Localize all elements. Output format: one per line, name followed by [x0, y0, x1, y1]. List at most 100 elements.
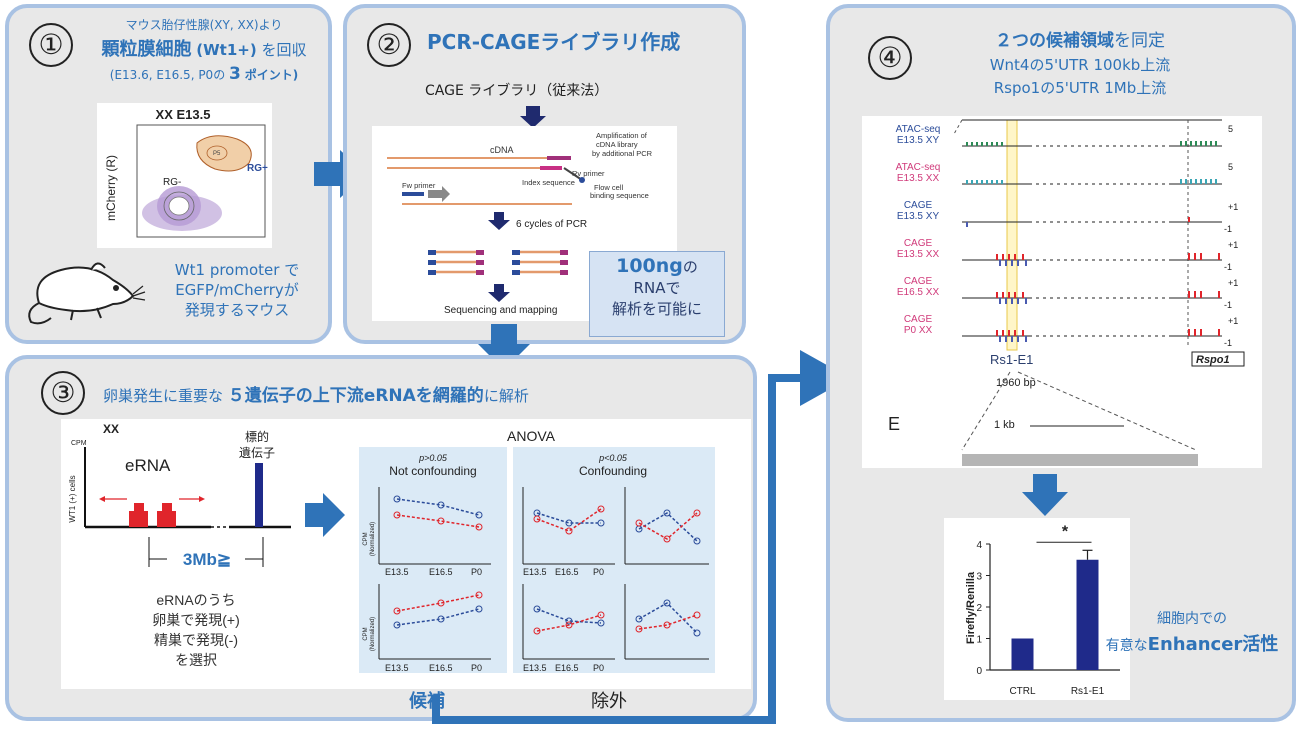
target-gene-line1: 標的 — [245, 429, 269, 444]
target-gene-bar — [255, 463, 263, 527]
track-scale-bot-4: -1 — [1224, 300, 1232, 310]
chart-ytick-label-1: 1 — [976, 635, 982, 646]
distance-label: 3Mb≧ — [183, 550, 231, 569]
cage-peak-5-3 — [1014, 330, 1016, 336]
cage-peak-4-4 — [1022, 292, 1024, 298]
cage-dip-3-4 — [1025, 260, 1027, 266]
atac-peak-0-7 — [1001, 142, 1003, 146]
cage-dip-4-4 — [1025, 298, 1027, 304]
selection-line1: eRNAのうち — [156, 592, 235, 608]
panel4-line2: Wnt4の5'UTR 100kb上流 — [989, 56, 1171, 74]
gate-rg-pos-label: RG+ — [247, 163, 268, 174]
track-label-1-a: ATAC-seq — [896, 162, 941, 173]
mini-plot-4 — [624, 487, 709, 565]
cage-peak-xy — [1188, 217, 1190, 222]
panel1-heading: マウス胎仔性腺(XY, XX)より 顆粒膜細胞 (Wt1+) を回収 (E13.… — [79, 16, 329, 84]
mouse-description: Wt1 promoter で EGFP/mCherryが 発現するマウス — [137, 260, 337, 320]
cage-dip-5-3 — [1017, 336, 1019, 342]
cage-dip-4-1 — [1005, 298, 1007, 304]
cage-peak-3-1 — [1002, 254, 1004, 260]
cage-peak-3-4 — [1022, 254, 1024, 260]
track-scale-top-2: +1 — [1228, 202, 1238, 212]
cage-peak-5-2 — [1008, 330, 1010, 336]
track-label-2-a: CAGE — [904, 200, 933, 211]
chart-category-0: CTRL — [1009, 686, 1036, 697]
step-number-1: ① — [29, 23, 73, 67]
region-zoom-bar — [962, 454, 1198, 466]
highlight-region — [1006, 119, 1018, 351]
activity-line2-b: Enhancer活性 — [1147, 634, 1279, 655]
selection-line4: を選択 — [175, 652, 217, 668]
atac-peak-0-2 — [976, 142, 978, 146]
atac-peak-r-0-1 — [1185, 141, 1187, 146]
atac-peak-r-1-0 — [1180, 179, 1182, 184]
panel3-heading: 卵巣発生に重要な ５遺伝子の上下流eRNAを網羅的に解析 — [103, 381, 529, 406]
track-label-3-a: CAGE — [904, 238, 933, 249]
mini-plot-3: E13.5 E16.5 P0 — [522, 487, 615, 577]
erna-schematic: XX CPM WT1 (+) cells eRNA 標的 遺伝子 — [61, 419, 751, 689]
atac-peak-r-1-5 — [1205, 179, 1207, 184]
mini2-ylabel-1: CPM — [363, 627, 369, 640]
chart-category-1: Rs1-E1 — [1071, 686, 1105, 697]
panel1-line1: マウス胎仔性腺(XY, XX)より — [125, 18, 283, 32]
mouse-text-1: Wt1 promoter で — [174, 261, 300, 279]
atac-peak-1-6 — [996, 180, 998, 184]
track-scale-1: 5 — [1228, 162, 1233, 172]
chart-ytick-label-0: 0 — [976, 666, 982, 677]
atac-peak-0-0 — [966, 142, 968, 146]
atac-peak-1-7 — [1001, 180, 1003, 184]
track-label-0-a: ATAC-seq — [896, 124, 941, 135]
mini2-ylabel-2: (Normalized) — [370, 617, 376, 651]
panel1-line3-a: (E13.6, E16.5, P0の — [109, 68, 226, 82]
region-label: Rs1-E1 — [990, 352, 1033, 367]
step-number-4: ④ — [868, 36, 912, 80]
chart-ytick-label-3: 3 — [976, 572, 982, 583]
cpm-small-label: CPM — [71, 440, 87, 447]
track-scale-bot-2: -1 — [1224, 224, 1232, 234]
pcr-products — [428, 250, 568, 275]
mini5-x3: P0 — [593, 663, 604, 673]
mini1-ylabel-2: (Normalized) — [370, 522, 376, 556]
cage-peak-4-3 — [1014, 292, 1016, 298]
selection-line3: 精巣で発現(-) — [154, 632, 238, 648]
panel-e-label: E — [888, 414, 900, 434]
track-label-4-b: E16.5 XX — [897, 287, 940, 298]
panel-2: ② PCR-CAGEライブラリ作成 CAGE ライブラリ（従来法） cDNA A… — [343, 4, 746, 344]
activity-line2: 有意なEnhancer活性 — [1082, 630, 1300, 656]
cage-dip-5-2 — [1011, 336, 1013, 342]
chart-bar-0 — [1011, 638, 1034, 670]
mini2-x2: E16.5 — [429, 663, 453, 673]
atac-peak-0-6 — [996, 142, 998, 146]
cage-dip-3-0 — [999, 260, 1001, 266]
cage-peak-r-3-0 — [1188, 253, 1190, 260]
cage-peak-3-0 — [996, 254, 998, 260]
panel2-subtitle: CAGE ライブラリ（従来法） — [425, 83, 609, 99]
mini1-ylabel-1: CPM — [363, 532, 369, 545]
atac-peak-r-0-6 — [1210, 141, 1212, 146]
mini2-x3: P0 — [471, 663, 482, 673]
atac-peak-r-0-3 — [1195, 141, 1197, 146]
flow-cloud-bottom — [142, 186, 222, 231]
panel3-heading-a: 卵巣発生に重要な — [103, 387, 224, 405]
rna-note-no: の — [682, 258, 698, 276]
panel1-line3: (E13.6, E16.5, P0の 3 ポイント) — [79, 64, 329, 84]
gene-label: Rspo1 — [1196, 354, 1230, 366]
chart-ytick-label-4: 4 — [976, 540, 982, 551]
gate-rg-neg-label: RG- — [163, 177, 181, 188]
cage-peak-r-5-3 — [1218, 329, 1220, 336]
chart-ytick-label-2: 2 — [976, 603, 982, 614]
cage-dip-5-1 — [1005, 336, 1007, 342]
cage-peak-r-4-0 — [1188, 291, 1190, 298]
cage-peak-r-5-2 — [1200, 329, 1202, 336]
not-confounding-label: Not confounding — [389, 464, 476, 478]
track-label-3-b: E13.5 XX — [897, 249, 940, 260]
atac-peak-r-0-2 — [1190, 141, 1192, 146]
panel4-line3: Rspo1の5'UTR 1Mb上流 — [993, 79, 1167, 97]
track-label-4-a: CAGE — [904, 276, 933, 287]
atac-peak-1-4 — [986, 180, 988, 184]
rspo1-box — [1191, 351, 1245, 367]
cage-peak-r-3-3 — [1218, 253, 1220, 260]
